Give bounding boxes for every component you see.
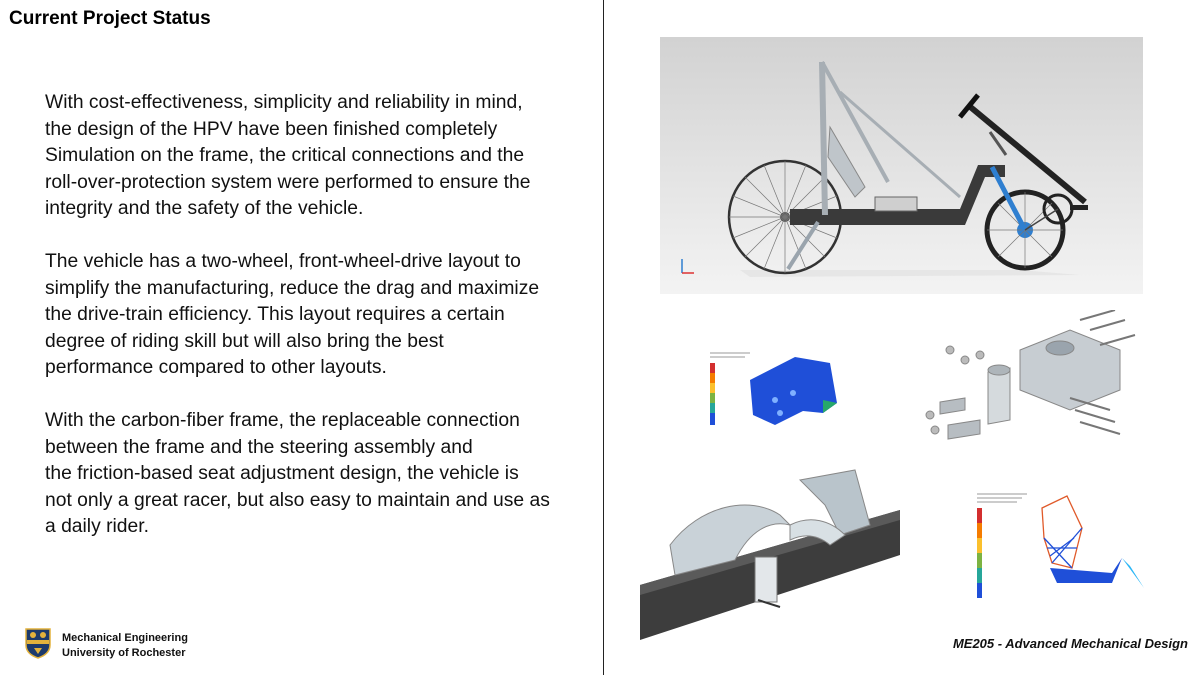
text-line: the drive-train efficiency. This layout … [45, 304, 505, 326]
exploded-assembly-image [910, 310, 1140, 450]
text-line: Simulation on the frame, the critical co… [45, 145, 525, 167]
dept-line-1: Mechanical Engineering [62, 631, 188, 644]
roll-cage-fea-image [972, 488, 1152, 608]
paragraph-3: With the carbon-fiber frame, the replace… [45, 408, 590, 541]
text-line: a daily rider. [45, 516, 149, 538]
text-line: performance compared to other layouts. [45, 357, 387, 379]
text-line: the friction-based seat adjustment desig… [45, 463, 519, 485]
frame-connection-image [640, 465, 900, 640]
paragraph-1: With cost-effectiveness, simplicity and … [45, 90, 590, 223]
text-line: between the frame and the steering assem… [45, 436, 473, 458]
text-line: not only a great racer, but also easy to… [45, 489, 550, 511]
vertical-divider [603, 0, 604, 675]
fea-plate-image [705, 345, 855, 440]
university-seal-icon [24, 627, 52, 664]
text-line: The vehicle has a two-wheel, front-wheel… [45, 250, 521, 272]
paragraph-2: The vehicle has a two-wheel, front-wheel… [45, 249, 590, 382]
dept-line-2: University of Rochester [62, 646, 186, 659]
footer-university: Mechanical Engineering University of Roc… [24, 627, 188, 664]
text-line: degree of riding skill but will also bri… [45, 330, 444, 352]
course-label: ME205 - Advanced Mechanical Design [952, 636, 1188, 651]
body-text: With cost-effectiveness, simplicity and … [45, 90, 590, 567]
text-line: the design of the HPV have been finished… [45, 118, 498, 140]
text-line: With cost-effectiveness, simplicity and … [45, 92, 523, 113]
slide-title: Current Project Status [9, 8, 211, 29]
text-line: roll-over-protection system were perform… [45, 171, 531, 193]
text-line: With the carbon-fiber frame, the replace… [45, 409, 520, 431]
text-line: integrity and the safety of the vehicle. [45, 198, 364, 220]
hpv-cad-render [660, 37, 1143, 294]
text-line: simplify the manufacturing, reduce the d… [45, 277, 540, 299]
